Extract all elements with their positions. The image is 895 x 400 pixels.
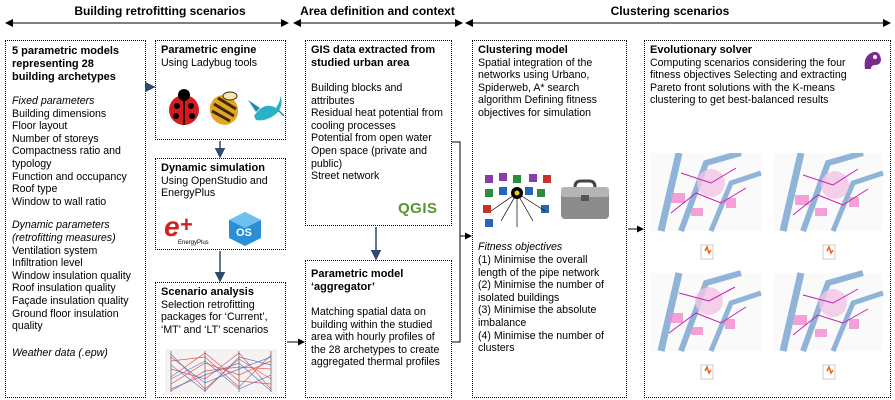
result-map-2 — [773, 153, 884, 260]
aggregator-box: Parametric model ‘aggregator’ Matching s… — [305, 260, 452, 398]
scenario-analysis-box: Scenario analysis Selection retrofitting… — [155, 282, 286, 398]
weather-data: Weather data (.epw) — [12, 346, 108, 359]
header-clustering-scenarios: Clustering scenarios — [610, 4, 730, 18]
list-item: Function and occupancy — [12, 170, 127, 183]
gis-data-box: GIS data extracted from studied urban ar… — [305, 40, 452, 226]
gis-data-title: GIS data extracted from studied urban ar… — [311, 44, 436, 69]
svg-text:e: e — [164, 212, 180, 242]
header-arrow-lines — [5, 19, 891, 27]
toolbox-case-icon — [561, 179, 609, 219]
parametric-engine-text: Using Ladybug tools — [161, 56, 257, 69]
dynamic-simulation-box: Dynamic simulation Using OpenStudio and … — [155, 158, 286, 250]
clustering-model-title: Clustering model — [478, 44, 568, 56]
aggregator-title: Parametric model ‘aggregator’ — [311, 268, 404, 293]
evolutionary-solver-box: Evolutionary solver Computing scenarios … — [644, 40, 891, 398]
openstudio-logo-icon: OS — [229, 212, 261, 246]
list-item: Window insulation quality — [12, 269, 131, 282]
list-item: Ground floor insulation quality — [12, 307, 119, 333]
parametric-engine-box: Parametric engine Using Ladybug tools — [155, 40, 286, 140]
scenario-analysis-title: Scenario analysis — [161, 286, 254, 298]
fitness-objectives-list: (1) Minimise the overall length of the p… — [478, 254, 618, 355]
result-map-1 — [651, 153, 762, 260]
result-map-3 — [651, 270, 762, 380]
aggregator-text: Matching spatial data on building within… — [311, 306, 440, 369]
fitness-objectives-title: Fitness objectives — [478, 241, 563, 253]
parallel-coordinates-chart-icon — [165, 349, 277, 394]
clustering-model-text: Spatial integration of the networks usin… — [478, 56, 597, 119]
list-item: (3) Minimise the absolute imbalance — [478, 304, 597, 329]
evolutionary-solver-text: Computing scenarios considering the four… — [650, 56, 847, 107]
dynamic-parameters-list: Ventilation system Infiltration level Wi… — [12, 245, 139, 333]
pareto-results-maps — [651, 153, 884, 380]
list-item: (4) Minimise the number of clusters — [478, 329, 604, 355]
parametric-models-title: 5 parametric models representing 28 buil… — [12, 45, 119, 83]
list-item: Potential from open water — [311, 132, 432, 145]
list-item: Building blocks and attributes — [311, 82, 403, 107]
fixed-parameters-title: Fixed parameters — [12, 95, 95, 107]
energyplus-logo-icon: e + EnergyPlus — [164, 212, 209, 246]
list-item: Residual heat potential from cooling pro… — [311, 107, 443, 132]
list-item: Façade insulation quality — [12, 294, 129, 307]
result-map-4 — [773, 270, 884, 380]
svg-text:+: + — [180, 212, 193, 237]
ladybug-tools-icons — [169, 89, 284, 125]
dynamic-simulation-title: Dynamic simulation — [161, 162, 265, 174]
dynamic-simulation-text: Using OpenStudio and EnergyPlus — [161, 174, 268, 200]
galapagos-logo-icon — [859, 47, 885, 73]
parametric-models-box: 5 parametric models representing 28 buil… — [5, 40, 146, 398]
list-item: Open space (private and public) — [311, 144, 428, 170]
list-item: Window to wall ratio — [12, 195, 107, 208]
list-item: Compactness ratio and typology — [12, 145, 121, 170]
list-item: Ventilation system — [12, 244, 98, 257]
gis-data-list: Building blocks and attributes Residual … — [311, 82, 446, 183]
list-item: Roof insulation quality — [12, 282, 116, 295]
list-item: Roof type — [12, 183, 58, 196]
fixed-parameters-list: Building dimensions Floor layout Number … — [12, 108, 139, 209]
qgis-logo-icon: QGIS — [398, 200, 438, 217]
clustering-model-box: Clustering model Spatial integration of … — [472, 40, 627, 398]
list-item: Street network — [311, 170, 380, 183]
list-item: (1) Minimise the overall length of the p… — [478, 254, 600, 279]
bracket-gis-aggregator — [452, 141, 461, 343]
energyplus-label: EnergyPlus — [178, 240, 209, 246]
evolutionary-solver-title: Evolutionary solver — [650, 44, 753, 56]
list-item: Building dimensions — [12, 107, 107, 120]
dynamic-parameters-title: Dynamic parameters (retrofitting measure… — [12, 219, 116, 244]
list-item: Infiltration level — [12, 257, 83, 270]
list-item: Number of storeys — [12, 132, 99, 145]
list-item: (2) Minimise the number of isolated buil… — [478, 279, 604, 304]
header-area-definition: Area definition and context — [300, 4, 455, 18]
honeybee-icon — [209, 91, 239, 125]
openstudio-label: OS — [236, 227, 252, 239]
list-item: Floor layout — [12, 120, 68, 133]
parametric-engine-title: Parametric engine — [161, 44, 257, 56]
ladybug-icon — [169, 89, 199, 125]
header-building-retrofitting: Building retrofitting scenarios — [74, 4, 246, 18]
scenario-analysis-text: Selection retrofitting packages for ‘Cur… — [161, 298, 269, 336]
grasshopper-components-icon — [483, 173, 551, 227]
hummingbird-icon — [248, 94, 284, 121]
